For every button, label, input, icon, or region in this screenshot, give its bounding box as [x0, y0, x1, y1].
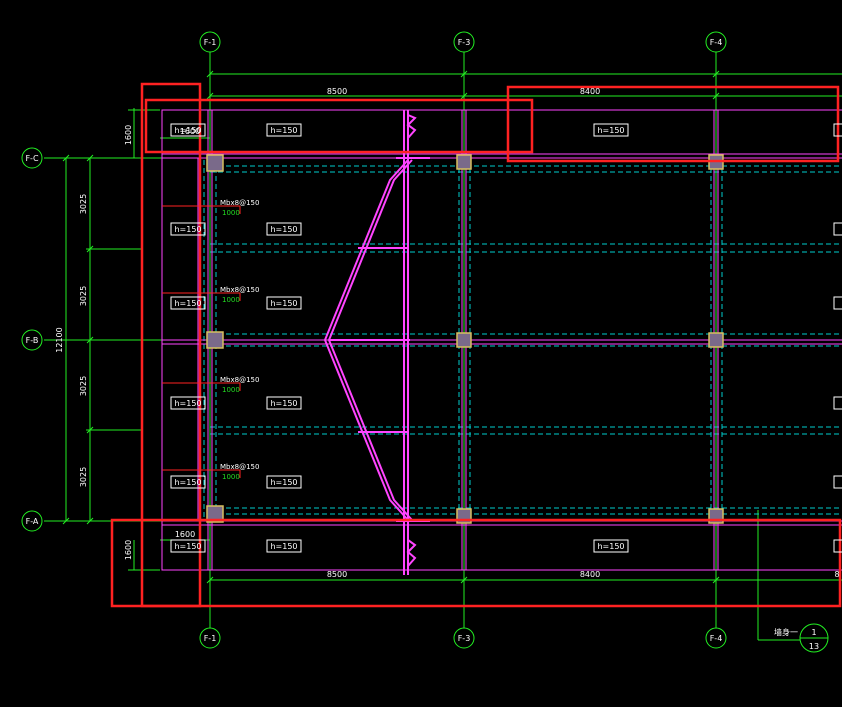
highlight-boxes — [110, 82, 842, 608]
axis-label-bottom: F-1 — [204, 634, 217, 643]
axis-label-top: F-4 — [710, 38, 723, 47]
axis-labels: F-1 F-3 F-4 F-1 F-3 F-4 F-C F-B F-A — [25, 38, 722, 643]
slab-labels: h=150 h=150 h=150 h=150 h=150 h=150 h=15… — [174, 126, 624, 551]
dimension-ticks — [62, 70, 720, 584]
slab-label: h=150 — [270, 225, 297, 234]
dim-bottom-span-3: 8 — [834, 570, 839, 579]
slab-label: h=150 — [270, 126, 297, 135]
column-f1-fb — [206, 331, 224, 349]
column-f4-fb — [708, 332, 724, 348]
dim-bottom-small: 1600 — [175, 530, 195, 539]
column-f3-fb — [456, 332, 472, 348]
dim-left-seg-2: 3025 — [79, 286, 88, 306]
slab-label: h=150 — [270, 399, 297, 408]
axis-bubbles — [21, 31, 829, 653]
axis-label-top: F-3 — [458, 38, 471, 47]
slab-label: h=150 — [270, 542, 297, 551]
dim-left-seg-1: 3025 — [79, 194, 88, 214]
dim-cantilever-bottom: 1600 — [124, 540, 133, 560]
dim-left-seg-3: 3025 — [79, 376, 88, 396]
column-f1-fc — [206, 154, 224, 172]
dim-left-total: 12100 — [55, 327, 64, 352]
dim-cantilever-top: 1600 — [124, 125, 133, 145]
axis-label-left: F-C — [25, 154, 38, 163]
dim-cantilever-top-label: 1600 — [180, 127, 200, 136]
rebar-note: Mbx8@150 — [220, 199, 259, 207]
slab-label: h=150 — [597, 542, 624, 551]
section-marker: 墙身一 1 13 — [774, 627, 819, 651]
column-f1-fa — [206, 505, 224, 523]
slab-label: h=150 — [174, 126, 201, 135]
rebar-length: 1000 — [222, 296, 240, 304]
dashed-beam-lines — [203, 160, 842, 521]
highlight-bottom — [110, 518, 842, 608]
slab-label: h=150 — [174, 478, 201, 487]
axis-label-bottom: F-3 — [458, 634, 471, 643]
dim-bottom-span-1: 8500 — [327, 570, 347, 579]
slab-label: h=150 — [174, 542, 201, 551]
section-marker-sheet: 13 — [809, 642, 819, 651]
dimension-texts: 8500 8400 8500 8400 8 1600 1600 1600 160… — [55, 87, 840, 579]
dim-left-seg-4: 3025 — [79, 467, 88, 487]
slab-label: h=150 — [174, 299, 201, 308]
right-edge-labels — [833, 123, 842, 553]
slab-label: h=150 — [174, 399, 201, 408]
section-marker-label: 墙身一 — [774, 627, 798, 637]
rebar-note: Mbx8@150 — [220, 376, 259, 384]
dim-top-span-1: 8500 — [327, 87, 347, 96]
rebar-length: 1000 — [222, 473, 240, 481]
slab-label: h=150 — [597, 126, 624, 135]
rebar-length: 1000 — [222, 209, 240, 217]
slab-label: h=150 — [270, 478, 297, 487]
slab-label: h=150 — [174, 225, 201, 234]
axis-label-left: F-B — [26, 336, 39, 345]
dim-bottom-span-2: 8400 — [580, 570, 600, 579]
column-f3-fc — [456, 154, 472, 170]
axis-label-bottom: F-4 — [710, 634, 723, 643]
highlight-left-strip — [140, 82, 202, 608]
highlight-top-left — [144, 98, 534, 154]
axis-label-left: F-A — [26, 517, 39, 526]
rebar-note: Mbx8@150 — [220, 463, 259, 471]
columns — [206, 154, 724, 524]
slab-label-boxes — [170, 123, 629, 553]
slab-outline — [161, 109, 842, 571]
highlight-top-right — [506, 85, 840, 163]
rebar-length: 1000 — [222, 386, 240, 394]
section-marker-number: 1 — [811, 628, 816, 637]
rebar-note: Mbx8@150 — [220, 286, 259, 294]
rebar-notes: Mbx8@150 1000 Mbx8@150 1000 Mbx8@150 100… — [220, 199, 259, 481]
hatched-brace — [323, 110, 430, 575]
dim-top-span-2: 8400 — [580, 87, 600, 96]
axis-label-top: F-1 — [204, 38, 217, 47]
slab-label: h=150 — [270, 299, 297, 308]
